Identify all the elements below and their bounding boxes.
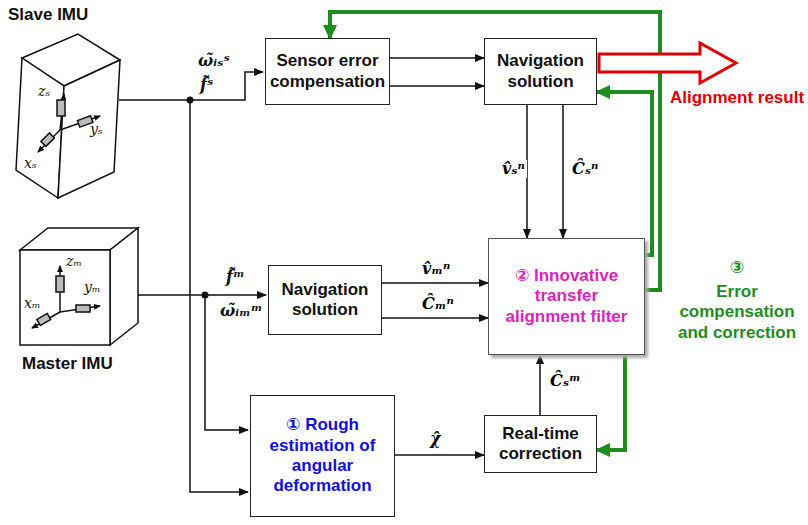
signal-arrow <box>390 85 484 87</box>
box-text: ② Innovative transfer alignment filter <box>494 266 639 327</box>
box-text: Sensor error compensation <box>270 51 385 92</box>
step-label: Error compensation and correction <box>668 282 806 343</box>
signal-name: f̃ˢ <box>200 76 213 94</box>
master-imu-cube <box>20 228 138 345</box>
box-text: Navigation solution <box>274 280 376 321</box>
axis-label: xₛ <box>24 156 37 171</box>
feedback-arrow <box>597 355 625 450</box>
result-arrow <box>599 43 736 83</box>
signal-name: ω̃ᵢₛˢ <box>198 52 230 70</box>
axis-label: zₘ <box>66 254 82 269</box>
process-box: ② Innovative transfer alignment filter <box>488 238 645 355</box>
signal-name: f̃ᵐ <box>226 268 245 286</box>
axis-label: zₛ <box>38 84 50 99</box>
process-box: Navigation solution <box>268 265 382 335</box>
signal-arrow <box>382 282 488 284</box>
signal-name: Ĉₛⁿ <box>570 160 600 178</box>
signal-name: Ĉₛᵐ <box>548 372 583 390</box>
signal-arrow <box>395 454 484 456</box>
signal-arrow <box>539 355 541 415</box>
signal-name: χ̂ <box>428 430 443 448</box>
signal-arrow <box>562 105 564 238</box>
box-text: Navigation solution <box>490 51 591 92</box>
signal-name: v̂ₘⁿ <box>420 260 452 278</box>
process-box: Navigation solution <box>484 38 597 105</box>
signal-name: ω̃ᵢₘᵐ <box>220 302 262 320</box>
junction-dot <box>187 97 194 104</box>
feedback-arrow <box>597 92 652 255</box>
slave-imu-cube <box>16 34 120 198</box>
axis-label: yₛ <box>90 122 103 137</box>
process-box: Real-time correction <box>484 415 597 473</box>
signal-arrow <box>390 57 484 59</box>
device-name: Master IMU <box>22 355 113 374</box>
box-text: Real-time correction <box>490 424 591 465</box>
process-box: Sensor error compensation <box>265 38 390 105</box>
device-name: Slave IMU <box>8 6 88 25</box>
box-text: ① Rough estimation of angular deformatio… <box>256 415 389 497</box>
signal-name: Ĉₘⁿ <box>420 295 456 313</box>
axis-label: xₘ <box>24 296 40 311</box>
signal-arrow <box>382 317 488 319</box>
signal-name: v̂ₛⁿ <box>500 160 527 178</box>
callout-number: ③ <box>668 258 806 278</box>
junction-dot <box>202 292 209 299</box>
process-box: ① Rough estimation of angular deformatio… <box>250 395 395 517</box>
axis-label: yₘ <box>84 280 101 295</box>
signal-wires <box>119 72 266 492</box>
result-label: Alignment result <box>668 88 806 108</box>
